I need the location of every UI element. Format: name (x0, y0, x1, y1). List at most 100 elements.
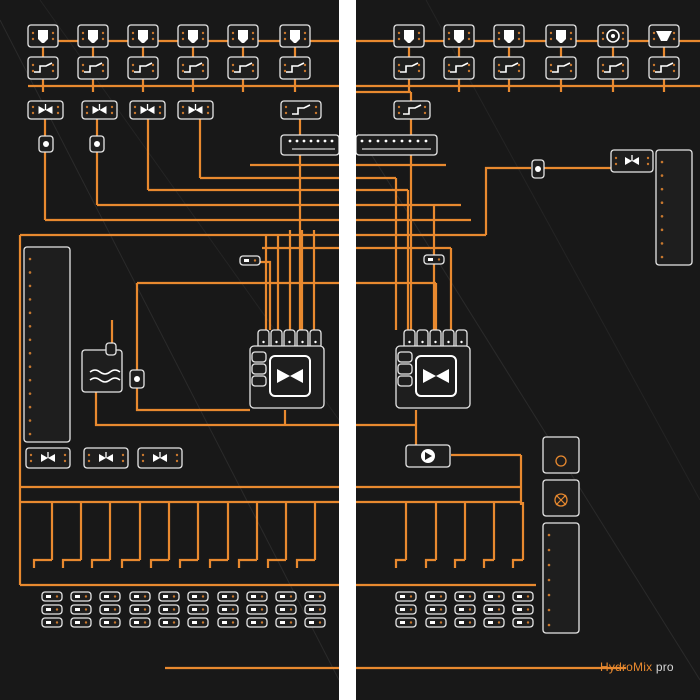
indicator-dot (51, 31, 55, 35)
valve-small-icon (43, 141, 49, 147)
indicator-dot (158, 105, 162, 109)
button-glyph (517, 595, 522, 598)
indicator-dot (28, 338, 32, 342)
indicator-dot (251, 63, 255, 67)
indicator-dot (28, 311, 32, 315)
button-glyph (430, 621, 435, 624)
indicator-dot (133, 111, 137, 115)
indicator-dot (547, 563, 551, 567)
valve-icon (625, 157, 632, 165)
indicator-dot (81, 37, 85, 41)
pipe-line (120, 558, 140, 568)
valve-icon (160, 454, 167, 462)
indicator-dot (652, 37, 656, 41)
indicator-dot (151, 69, 155, 73)
motor-icon (450, 62, 469, 73)
motor-button (443, 56, 475, 80)
conveyor-roller (360, 139, 364, 143)
indicator-dot (468, 595, 472, 598)
indicator-dot (660, 242, 664, 245)
motor-button (597, 56, 629, 80)
dose-button (395, 617, 417, 628)
indicator-dot (660, 255, 664, 259)
indicator-dot (172, 621, 176, 624)
conveyor-belt (280, 134, 339, 156)
dose-button (246, 617, 268, 628)
indicator-dot (447, 31, 451, 35)
silo-icon (138, 30, 148, 39)
indicator-dot (28, 271, 32, 274)
silo-icon (556, 39, 566, 43)
indicator-dot (158, 111, 162, 115)
indicator-dot (283, 63, 287, 67)
indicator-dot (131, 63, 135, 67)
indicator-dot (660, 174, 664, 177)
indicator-dot (55, 621, 59, 624)
indicator-dot (497, 621, 501, 624)
button-glyph (75, 608, 80, 611)
indicator-dot (260, 608, 264, 611)
valve-icon (38, 106, 46, 114)
indicator-dot (301, 340, 304, 344)
valve-icon (106, 454, 113, 462)
mixer-side-button (251, 363, 267, 375)
dose-button (246, 591, 268, 602)
indicator-dot (201, 31, 205, 35)
mixer-valve (296, 329, 309, 349)
dose-button (129, 617, 151, 628)
indicator-dot (251, 69, 255, 73)
indicator-dot (175, 459, 179, 463)
indicator-dot (549, 31, 553, 35)
motor-icon (234, 62, 253, 73)
indicator-dot (547, 608, 551, 612)
indicator-dot (143, 608, 147, 611)
pipe-line (90, 558, 110, 568)
dose-button (217, 617, 239, 628)
indicator-dot (439, 621, 443, 624)
indicator-dot (672, 63, 676, 67)
button-glyph (46, 621, 51, 624)
silo-icon (556, 30, 566, 39)
indicator-dot (397, 111, 401, 115)
mixer-icon (269, 355, 311, 397)
dose-button (512, 591, 534, 602)
conveyor-roller (323, 139, 327, 143)
right-panel-diagram (356, 0, 700, 681)
indicator-dot (447, 63, 451, 67)
indicator-dot (289, 595, 293, 598)
indicator-dot (81, 69, 85, 73)
indicator-dot (652, 69, 656, 73)
conveyor-roller (376, 139, 380, 143)
conveyor-belt (356, 134, 438, 156)
dose-button (454, 617, 476, 628)
pipe-line (394, 558, 406, 568)
motor-button (545, 56, 577, 80)
mixer-icon (290, 369, 303, 383)
indicator-dot (201, 621, 205, 624)
indicator-dot (85, 111, 89, 115)
indicator-dot (497, 608, 501, 611)
valve-icon (41, 454, 48, 462)
mixer-valve (403, 329, 416, 349)
indicator-dot (497, 37, 501, 41)
motor-button (227, 56, 259, 80)
conveyor-roller (384, 139, 388, 143)
indicator-dot (397, 69, 401, 73)
indicator-dot (447, 340, 450, 344)
indicator-dot (113, 595, 117, 598)
indicator-dot (569, 69, 573, 73)
indicator-dot (113, 608, 117, 611)
indicator-dot (497, 595, 501, 598)
dose-button (454, 591, 476, 602)
dose-button (425, 617, 447, 628)
indicator-dot (81, 63, 85, 67)
indicator-dot (423, 111, 427, 115)
indicator-dot (547, 593, 551, 597)
drum-icon (606, 29, 620, 43)
motor-button (279, 56, 311, 80)
pipe-line (424, 558, 436, 568)
indicator-dot (621, 63, 625, 67)
indicator-dot (397, 37, 401, 41)
indicator-dot (31, 111, 35, 115)
indicator-dot (303, 31, 307, 35)
